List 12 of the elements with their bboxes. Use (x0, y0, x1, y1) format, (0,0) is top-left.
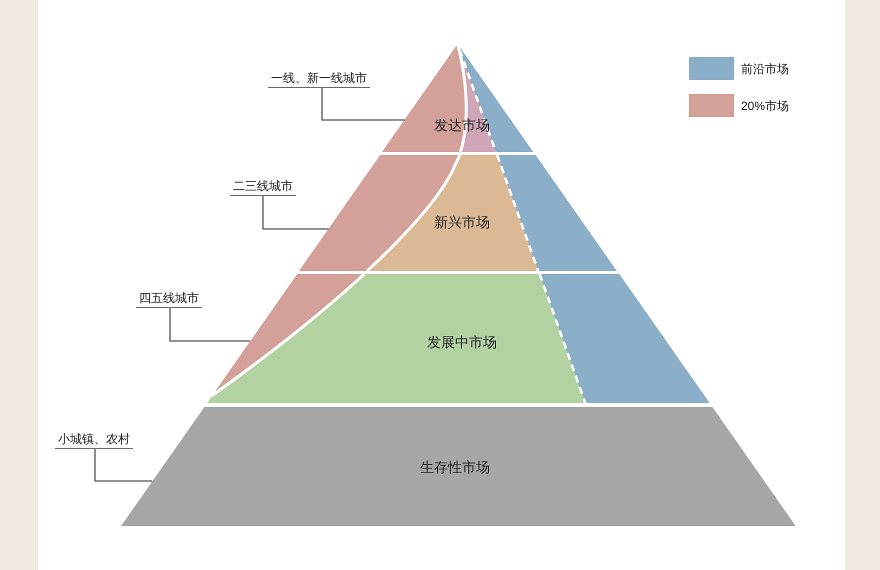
pyramid-tier (206, 274, 710, 403)
tier-label: 发展中市场 (426, 333, 497, 351)
leader-line (94, 449, 152, 482)
tier-label: 发达市场 (434, 116, 490, 134)
legend-label: 20%市场 (741, 98, 790, 114)
leader-line (169, 308, 250, 342)
leader-line (321, 88, 405, 121)
leader-line (262, 196, 328, 230)
tier-label: 生存性市场 (420, 458, 490, 476)
leader-label: 小城镇、农村 (55, 431, 133, 449)
tier-label: 新兴市场 (434, 213, 490, 231)
legend-label: 前沿市场 (741, 60, 789, 76)
